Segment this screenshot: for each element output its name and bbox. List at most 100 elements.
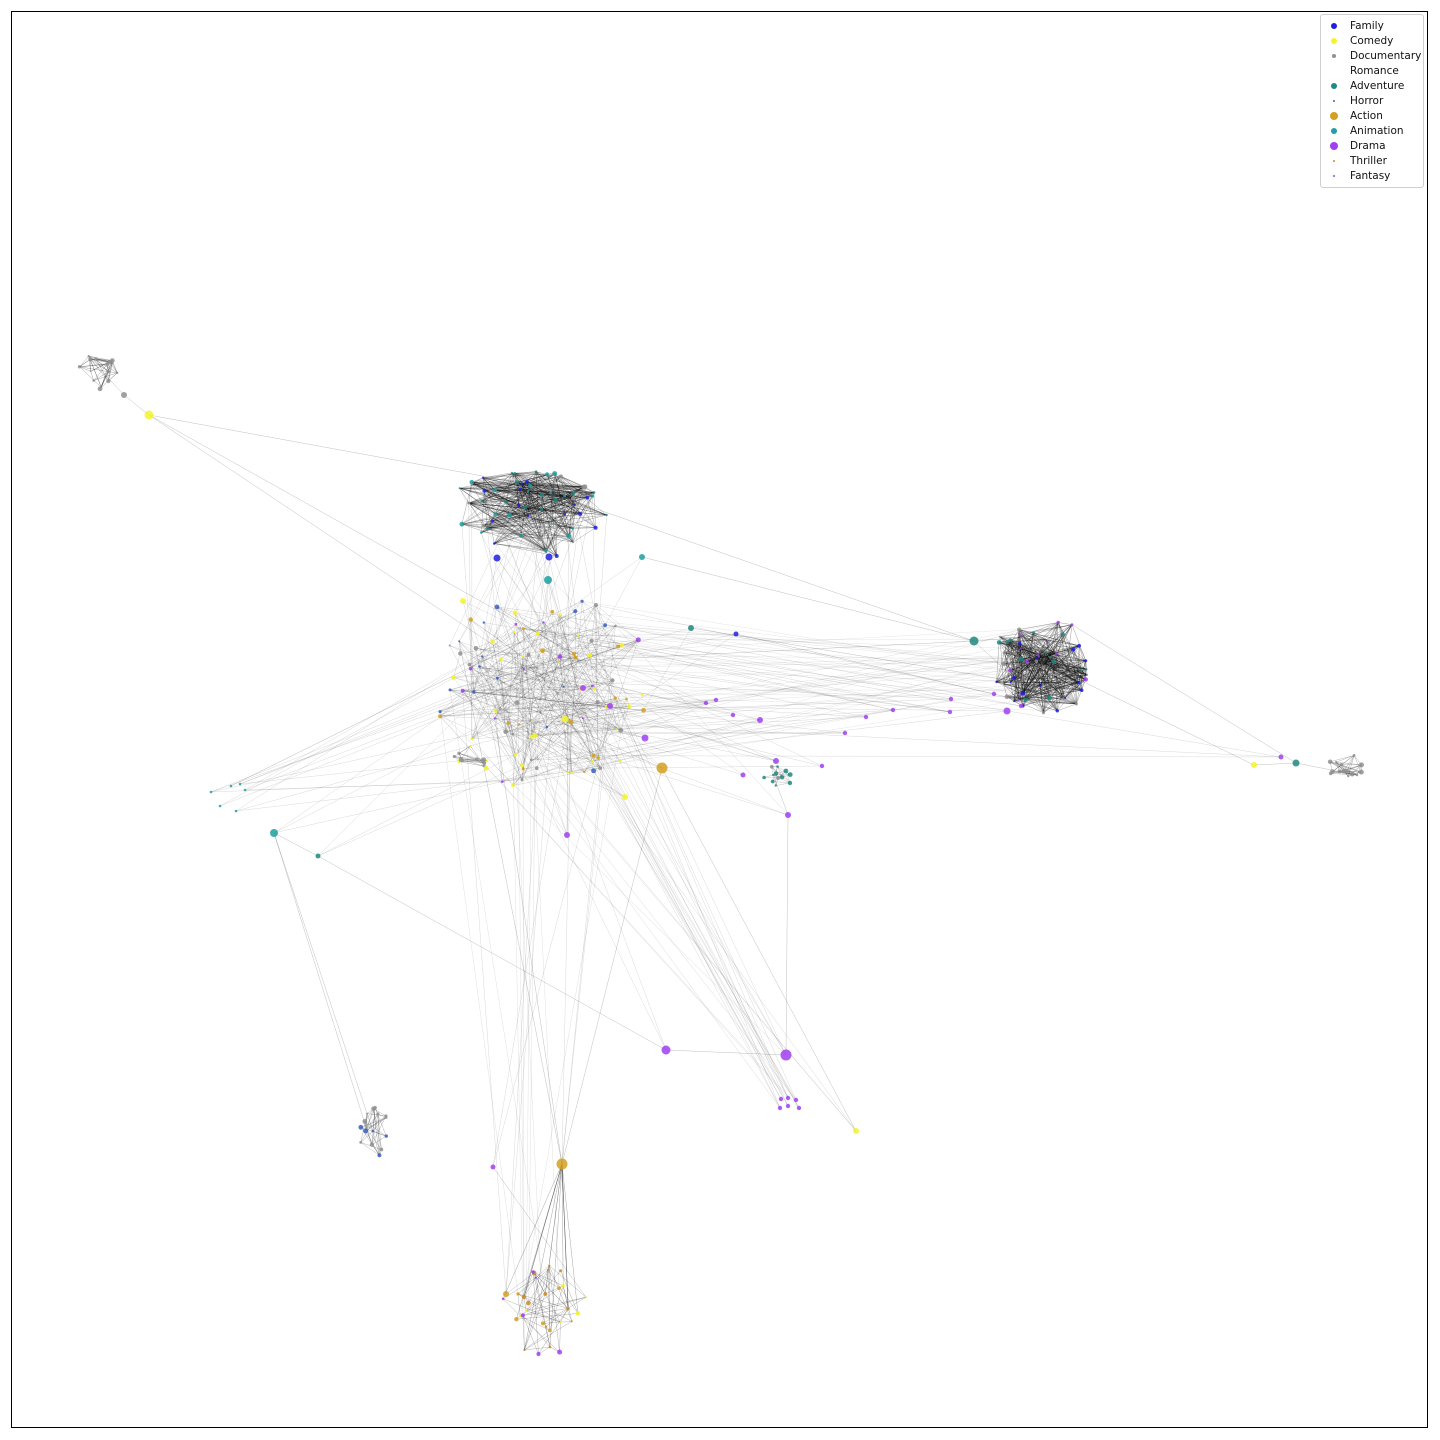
graph-edge: [1019, 643, 1044, 668]
graph-node-horror: [573, 609, 578, 614]
graph-node-action: [625, 697, 628, 701]
graph-edge: [999, 636, 1004, 685]
graph-edge: [1076, 645, 1080, 704]
graph-node-comedy: [490, 639, 495, 644]
graph-edge: [516, 482, 529, 516]
graph-node-family: [1039, 684, 1042, 687]
graph-edge: [579, 495, 593, 515]
graph-edge: [771, 766, 791, 784]
graph-edge: [1049, 657, 1086, 680]
graph-edge: [471, 483, 574, 529]
graph-edge: [525, 486, 586, 508]
graph-edge: [1025, 624, 1073, 700]
graph-node-action: [616, 644, 621, 649]
graph-edge: [561, 1163, 579, 1314]
graph-edge: [1045, 652, 1079, 683]
graph-node-documentary: [88, 358, 92, 361]
graph-edge: [468, 491, 529, 504]
graph-edge: [473, 691, 1058, 712]
graph-node-adventure: [504, 500, 508, 504]
graph-edge: [519, 699, 627, 1317]
graph-node-documentary: [535, 766, 539, 770]
graph-node-comedy: [535, 631, 540, 637]
graph-edge: [79, 366, 102, 388]
graph-edge: [545, 497, 588, 551]
graph-node-animation: [528, 483, 533, 489]
graph-node-drama: [531, 1270, 535, 1274]
graph-edge: [524, 1330, 551, 1351]
graph-edge: [1014, 674, 1088, 702]
graph-edge: [515, 754, 544, 1324]
graph-edge: [573, 644, 623, 654]
graph-edge: [494, 633, 538, 719]
graph-edge: [494, 698, 627, 719]
graph-edge: [512, 680, 613, 786]
graph-edge: [533, 1272, 561, 1323]
graph-node-documentary: [448, 644, 451, 647]
graph-edge: [542, 624, 606, 651]
graph-edge: [495, 701, 598, 711]
legend-label-animation: Animation: [1350, 124, 1404, 137]
graph-edge: [996, 642, 1008, 683]
graph-edge: [273, 718, 495, 834]
graph-edge: [1009, 643, 1020, 671]
graph-edge: [537, 513, 557, 557]
graph-edge: [517, 1269, 549, 1295]
graph-edge: [495, 473, 515, 515]
graph-edge: [582, 645, 1080, 719]
graph-edge: [1033, 632, 1057, 654]
graph-edge: [482, 477, 542, 510]
graph-edge: [568, 498, 574, 537]
graph-node-drama: [468, 667, 473, 671]
graph-edge: [494, 489, 565, 497]
graph-edge: [273, 781, 503, 834]
graph-edge: [1021, 683, 1079, 695]
graph-edge: [1020, 659, 1044, 713]
graph-edge: [1019, 643, 1079, 684]
graph-node-thriller: [566, 1307, 570, 1311]
graph-edge: [495, 678, 498, 711]
graph-node-drama: [493, 717, 496, 720]
graph-edge: [547, 579, 559, 662]
graph-edge: [593, 755, 1282, 758]
graph-edge: [520, 488, 543, 496]
graph-edge: [492, 515, 529, 522]
graph-node-documentary: [87, 355, 90, 358]
graph-edge: [462, 622, 544, 691]
graph-node-comedy: [590, 760, 594, 763]
graph-node-animation: [229, 784, 233, 788]
graph-edge: [542, 650, 1077, 705]
graph-edge: [471, 483, 496, 491]
graph-edge: [523, 628, 533, 737]
graph-edge: [459, 487, 496, 515]
graph-edge: [90, 358, 109, 372]
graph-edge: [573, 653, 789, 1099]
graph-edge: [454, 745, 471, 757]
graph-edge: [481, 482, 518, 502]
graph-edge: [505, 483, 522, 503]
graph-node-horror: [580, 599, 584, 603]
graph-node-animation: [544, 472, 550, 477]
graph-edge: [371, 1107, 376, 1145]
graph-edge: [1057, 674, 1088, 711]
graph-node-horror: [603, 623, 607, 628]
graph-edge: [1010, 667, 1044, 683]
graph-node-documentary: [107, 370, 111, 374]
graph-edge: [564, 486, 586, 515]
graph-node-family: [493, 554, 501, 562]
graph-edge: [481, 494, 543, 502]
graph-edge: [210, 640, 592, 793]
graph-edge: [1019, 634, 1087, 670]
graph-edge: [527, 473, 555, 492]
graph-edge: [531, 615, 560, 737]
graph-node-adventure: [1085, 668, 1088, 671]
graph-edge: [582, 718, 781, 1109]
graph-edge: [502, 1163, 563, 1299]
graph-edge: [1045, 639, 1080, 647]
graph-edge: [735, 633, 1019, 701]
graph-edge: [461, 523, 488, 529]
graph-edge: [591, 604, 597, 641]
graph-edge: [643, 627, 692, 711]
graph-edge: [462, 600, 584, 719]
graph-edge: [481, 656, 593, 762]
